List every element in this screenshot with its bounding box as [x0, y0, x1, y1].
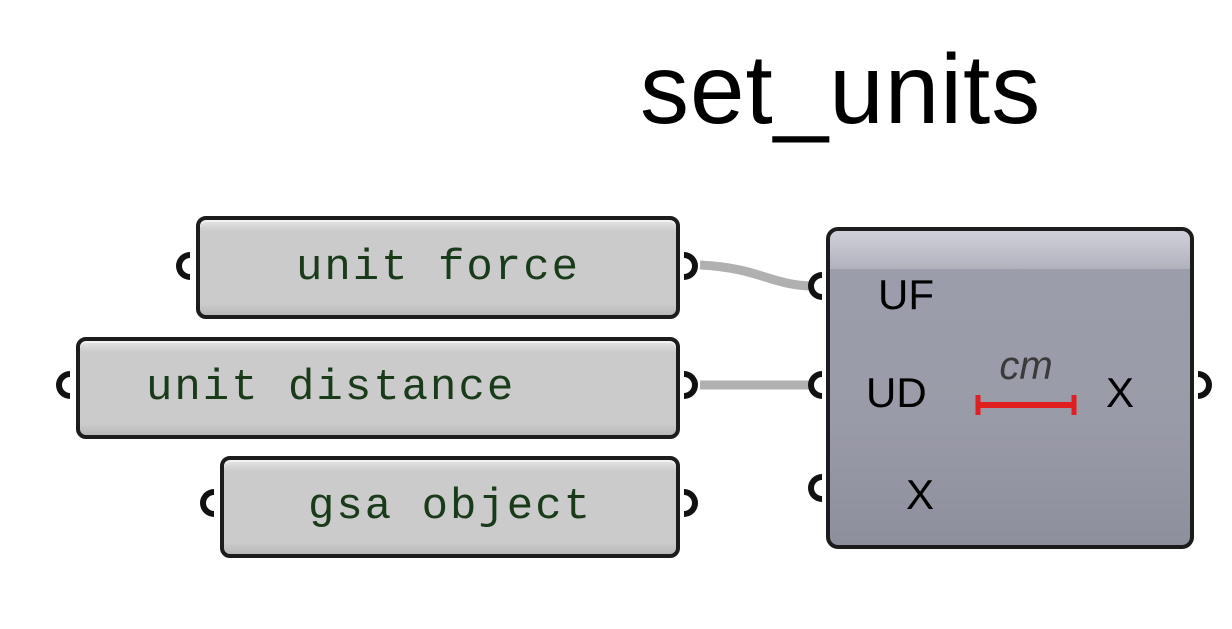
panel-text: unit force — [295, 242, 581, 293]
input-param-x[interactable]: X — [906, 471, 935, 518]
panel-output-grip[interactable] — [684, 489, 698, 517]
component-input-grip-x[interactable] — [808, 474, 822, 502]
set-units-component[interactable]: UF UD X X cm — [826, 227, 1194, 549]
panel-output-grip[interactable] — [684, 252, 698, 280]
panel-input-grip[interactable] — [56, 371, 70, 399]
panel-unit-force[interactable]: unit force — [196, 216, 680, 319]
input-param-ud[interactable]: UD — [866, 369, 927, 416]
panel-text: gsa object — [307, 482, 593, 532]
cm-ruler-icon: cm — [975, 349, 1077, 415]
panel-unit-distance[interactable]: unit distance — [76, 337, 680, 439]
component-input-grip-uf[interactable] — [808, 272, 822, 300]
component-output-grip-x[interactable] — [1198, 371, 1212, 399]
panel-gsa-object[interactable]: gsa object — [220, 456, 680, 558]
panel-input-grip[interactable] — [200, 489, 214, 517]
page-title: set_units — [640, 34, 1042, 144]
panel-input-grip[interactable] — [176, 252, 190, 280]
wire-unit-force — [699, 260, 813, 291]
panel-output-grip[interactable] — [684, 371, 698, 399]
output-param-x[interactable]: X — [1106, 369, 1135, 416]
panel-text: unit distance — [146, 363, 516, 413]
icon-unit-text: cm — [999, 349, 1052, 388]
component-input-grip-ud[interactable] — [808, 371, 822, 399]
input-param-uf[interactable]: UF — [878, 271, 934, 318]
component-header — [830, 231, 1190, 269]
